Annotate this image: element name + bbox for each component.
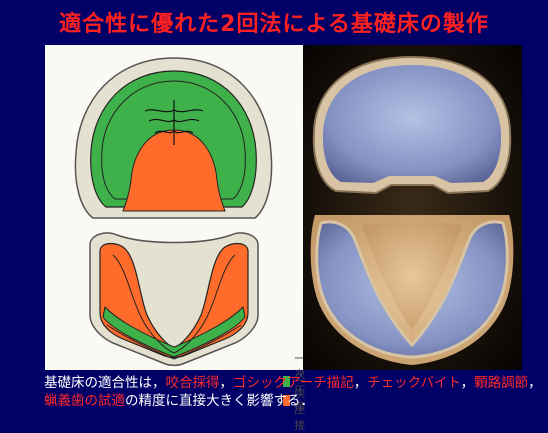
caption-highlight-occlusal-registration: 咬合採得 [166,375,220,391]
denture-base-photos [303,45,522,370]
caption-highlight-condylar-adjustment: 顆路調節 [474,375,528,391]
caption-text-2: の精度に直接大きく影響する． [125,393,314,409]
photo-panel [303,45,522,370]
caption-separator-1: ， [220,375,234,391]
diagram-panel: 一次圧接 二次圧接 [45,45,303,370]
caption-highlight-check-bite: チェックバイト [367,375,460,391]
caption: 基礎床の適合性は，咬合採得，ゴシックアーチ描記，チェックバイト，顆路調節，蝋義歯… [44,374,544,410]
denture-base-diagram [45,45,303,370]
lower-arch-diagram [90,233,258,365]
caption-text-1: 基礎床の適合性は， [44,375,166,391]
upper-arch-diagram [75,58,271,218]
caption-separator-4: ， [528,375,542,391]
caption-separator-3: ， [461,375,475,391]
caption-highlight-wax-try-in: 蝋義歯の試適 [44,393,125,409]
slide-title: 適合性に優れた2回法による基礎床の製作 [0,6,548,38]
caption-highlight-gothic-arch-tracing: ゴシックアーチ描記 [233,375,354,391]
caption-separator-2: ， [354,375,368,391]
upper-base-photo [314,57,510,193]
